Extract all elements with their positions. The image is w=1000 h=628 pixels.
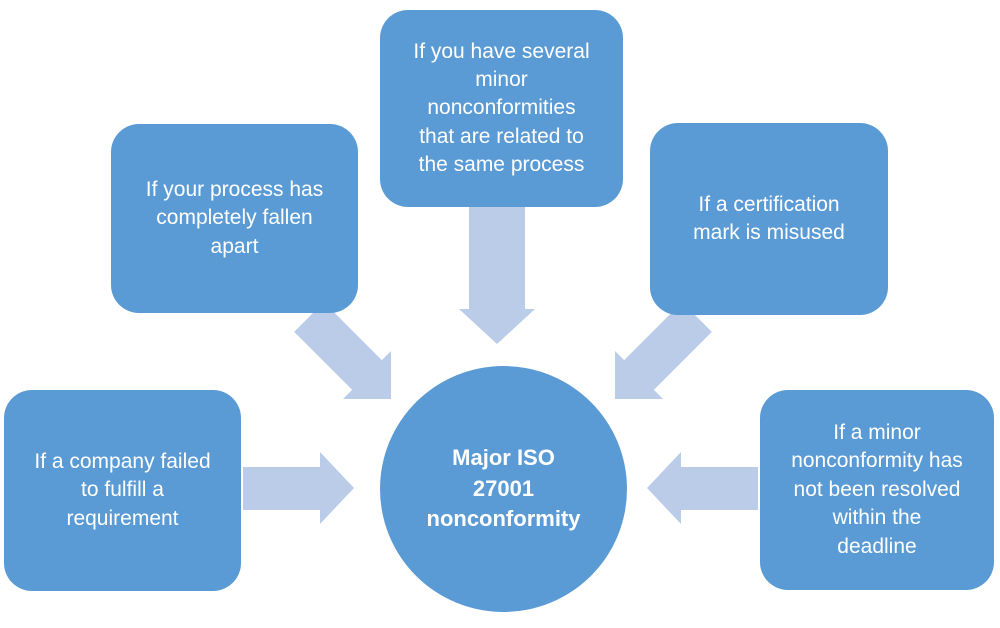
arrow-left-icon [647,452,758,524]
cause-box-label: If a company failed to fulfill a require… [34,449,211,530]
cause-box-process-fallen-apart: If your process has completely fallen ap… [111,124,358,313]
cause-box-label: If your process has completely fallen ap… [145,177,324,258]
cause-box-label: If a minor nonconformity has not been re… [791,421,963,558]
center-circle-label: Major ISO 27001 nonconformity [426,444,581,532]
cause-box-certification-mark-misused: If a certification mark is misused [650,123,888,315]
arrow-right-icon [243,452,354,524]
cause-box-several-minor-nonconformities: If you have several minor nonconformitie… [380,10,623,207]
cause-box-label: If you have several minor nonconformitie… [413,39,590,177]
arrow-down-left-icon [614,302,712,400]
cause-box-label: If a certification mark is misused [693,192,845,244]
cause-box-failed-requirement: If a company failed to fulfill a require… [4,390,241,591]
cause-box-minor-not-resolved: If a minor nonconformity has not been re… [760,390,994,590]
center-circle-major-nonconformity: Major ISO 27001 nonconformity [380,366,627,612]
arrow-down-right-icon [294,302,392,400]
arrow-down-icon [459,204,535,344]
